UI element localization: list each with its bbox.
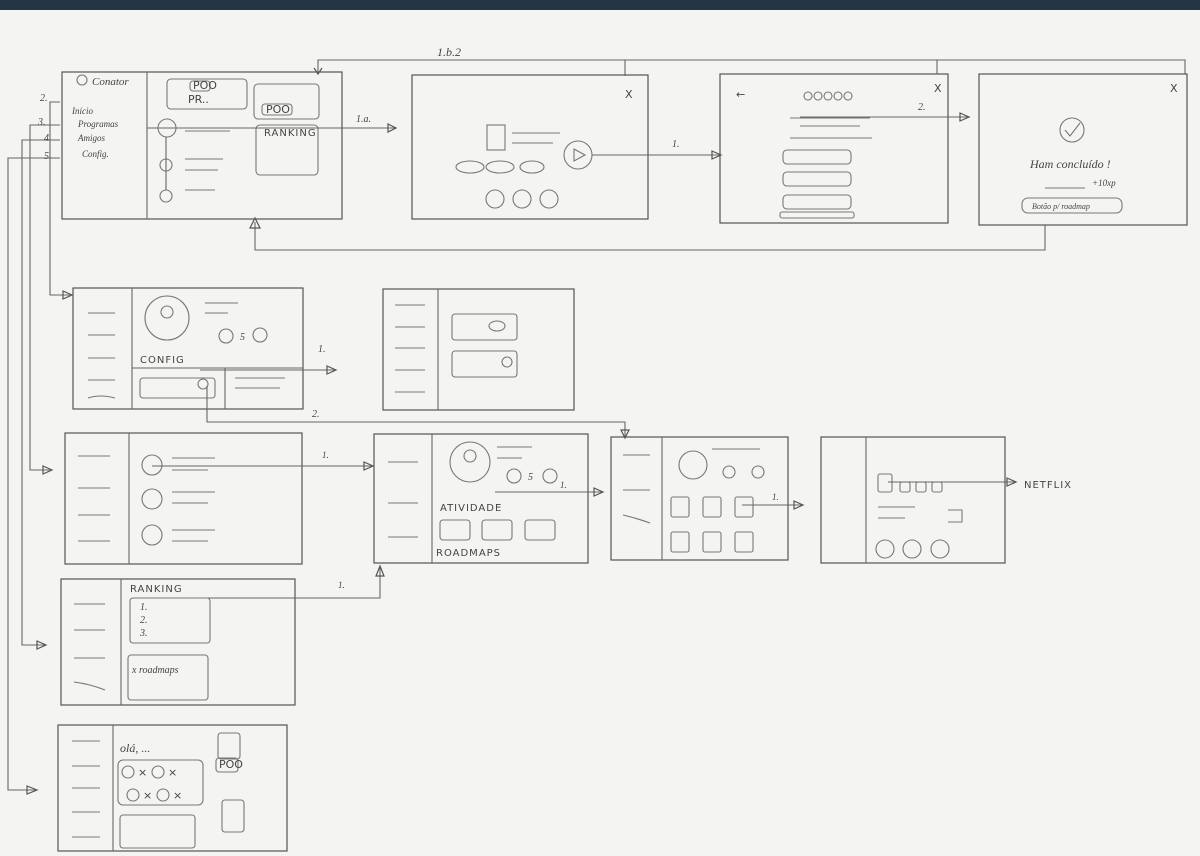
badge-icon (156, 788, 170, 802)
badge-icon (751, 465, 765, 479)
badge-icon (151, 765, 165, 779)
avatar[interactable] (141, 454, 163, 476)
menu-item-amigos[interactable]: Amigos (77, 133, 105, 143)
flow-label-2: 2. (918, 102, 926, 113)
badge-icon (126, 788, 140, 802)
menu-number-5: 5. (44, 151, 52, 162)
close-icon[interactable]: X (934, 82, 942, 95)
avatar (539, 189, 559, 209)
flow-label-1: 1. (672, 139, 680, 150)
brand-name: Conator (92, 76, 129, 88)
home-badge: POO (193, 79, 217, 92)
screen-home: Conator Início Programas Amigos Config. … (37, 71, 343, 220)
netflix-label: NETFLIX (1024, 480, 1072, 491)
flow-label-1a: 1.a. (356, 114, 371, 125)
avatar[interactable] (141, 524, 163, 546)
avatar[interactable] (141, 488, 163, 510)
config-label: CONFIG (140, 355, 185, 366)
flow-label-course-1: 1. (772, 492, 779, 502)
avatar (930, 539, 950, 559)
screen-course: X (411, 74, 649, 220)
home-badge-2: POO (266, 103, 290, 116)
menu-item-config[interactable]: Config. (82, 149, 109, 159)
ranking-row-2: 2. (140, 615, 148, 626)
activity-label: ATIVIDADE (440, 503, 502, 514)
ranking-row-3: 3. (139, 628, 148, 639)
svg-text:×: × (143, 789, 152, 802)
screen-roadmap-detail: NETFLIX (820, 436, 1072, 564)
flow-label-ranking-1: 1. (338, 580, 345, 590)
screen-quiz: ← X (719, 73, 949, 224)
ranking-title: RANKING (130, 584, 183, 595)
screen-hello: olá, ... × × × × POO (57, 724, 288, 852)
roadmap-button[interactable] (1021, 197, 1123, 214)
home-ranking-label: RANKING (264, 128, 317, 139)
progress-dots (803, 91, 853, 101)
menu-item-programas[interactable]: Programas (77, 119, 119, 129)
home-progress: PR.. (188, 93, 209, 106)
menu-number-3: 3. (37, 117, 46, 128)
screen-friend-roadmaps (610, 436, 789, 561)
back-arrow-icon[interactable]: ← (736, 88, 745, 101)
close-icon[interactable]: X (1170, 82, 1178, 95)
hello-greeting: olá, ... (120, 741, 150, 755)
answer-option[interactable] (782, 149, 852, 165)
top-edge (0, 0, 1200, 10)
svg-text:×: × (168, 766, 177, 779)
menu-item-inicio[interactable]: Início (71, 106, 93, 116)
avatar (449, 441, 491, 483)
xp-gain: +10xp (1092, 178, 1116, 188)
flow-label-friends-1: 1. (322, 450, 329, 460)
avatar (485, 189, 505, 209)
logo-icon (76, 74, 88, 86)
roadmap-button-label: Botão p/ roadmap (1032, 202, 1090, 211)
screen-friend-profile: 5 ATIVIDADE ROADMAPS (373, 433, 589, 564)
answer-option[interactable] (782, 194, 852, 210)
svg-text:×: × (173, 789, 182, 802)
edit-icon[interactable] (197, 378, 209, 390)
screen-friends (64, 432, 303, 565)
flow-label-1b2: 1.b.2 (437, 45, 461, 59)
badge-icon (252, 327, 268, 343)
avatar (144, 295, 190, 341)
roadmap-node-icon[interactable] (157, 118, 177, 138)
badge-icon (722, 465, 736, 479)
avatar (875, 539, 895, 559)
badge-icon (542, 468, 558, 484)
svg-text:×: × (138, 766, 147, 779)
complete-title: Ham concluído ! (1029, 157, 1111, 171)
flow-label-profile-2: 2. (312, 409, 320, 420)
roadmaps-label: ROADMAPS (436, 548, 501, 559)
ranking-row-1: 1. (140, 602, 148, 613)
flow-label-profile-1: 1. (318, 344, 326, 355)
screen-ranking: RANKING 1. 2. 3. x roadmaps (60, 578, 296, 706)
check-icon (1059, 117, 1085, 143)
answer-option[interactable] (782, 171, 852, 187)
badge-icon (506, 468, 522, 484)
friend-badge-count: 5 (528, 472, 533, 483)
screen-complete: X Ham concluído ! +10xp Botão p/ roadmap (978, 73, 1188, 226)
roadmap-node-icon[interactable] (159, 189, 173, 203)
svg-text:POO: POO (219, 758, 243, 771)
badge-icon (218, 328, 234, 344)
menu-number-4: 4. (44, 133, 52, 144)
avatar (678, 450, 708, 480)
screen-profile: 5 CONFIG (72, 287, 304, 410)
avatar (902, 539, 922, 559)
play-button[interactable] (563, 140, 593, 170)
menu-number-2: 2. (40, 93, 48, 104)
flow-connectors: 1.b.2 1.a. 1. 2. 1. 2. 1. (7, 45, 1186, 795)
ranking-roadmaps: x roadmaps (131, 665, 179, 676)
avatar (512, 189, 532, 209)
badge-count: 5 (240, 332, 245, 343)
screen-config-detail (382, 288, 575, 411)
badge-icon (121, 765, 135, 779)
close-icon[interactable]: X (625, 88, 633, 101)
flow-label-friend-profile-1: 1. (560, 480, 567, 490)
